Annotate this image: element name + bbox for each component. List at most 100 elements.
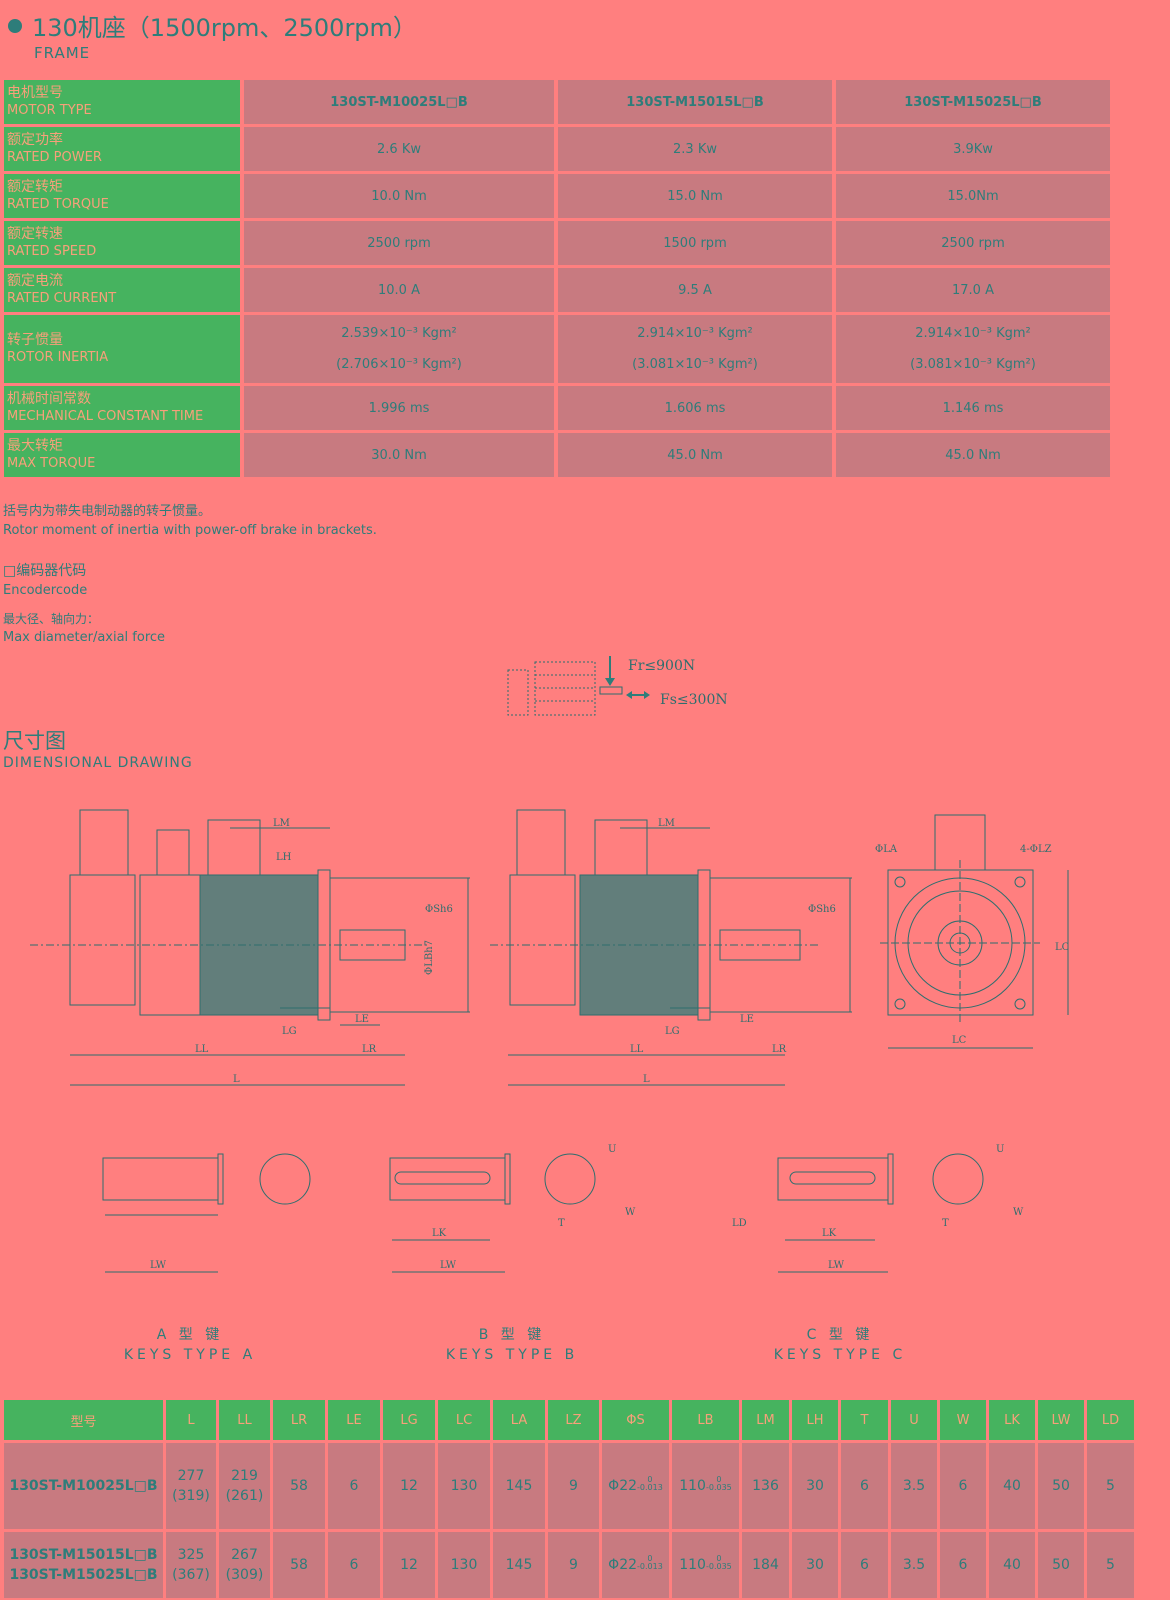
value: 58 <box>290 1478 308 1494</box>
value: 267 <box>231 1547 258 1563</box>
column-header: LG <box>383 1400 435 1440</box>
label-u-c: U <box>996 1144 1004 1155</box>
bracket-note-cn: 括号内为带失电制动器的转子惯量。 <box>3 504 212 519</box>
model-name: 130ST-M15015L□B <box>9 1547 158 1563</box>
label-sh6: ΦSh6 <box>425 904 453 915</box>
dim-cell: 50 <box>1038 1443 1084 1529</box>
label-ld-c: LD <box>732 1218 747 1229</box>
dim-cell: 58 <box>273 1443 325 1529</box>
dim-cell: 6 <box>940 1443 986 1529</box>
value: 9 <box>569 1557 578 1573</box>
label-en: RATED CURRENT <box>7 291 117 306</box>
encoder-note-cn: □编码器代码 <box>3 563 87 579</box>
spec-cell: 45.0 Nm <box>558 433 832 477</box>
label-cn: 额定电流 <box>7 273 63 289</box>
column-header: LK <box>989 1400 1035 1440</box>
label-la: ΦLA <box>875 844 898 855</box>
column-header: LD <box>1087 1400 1134 1440</box>
column-header: LH <box>792 1400 838 1440</box>
label-lg: LG <box>282 1026 297 1037</box>
cell-value: 130ST-M15025L□B <box>904 94 1042 110</box>
tolerance: 0-0.013 <box>637 1476 663 1492</box>
cell-value: 2.539×10⁻³ Kgm² <box>341 326 457 341</box>
cell-value: 30.0 Nm <box>371 447 427 463</box>
value: 6 <box>958 1478 968 1494</box>
nominal: Φ22 <box>608 1478 638 1494</box>
spec-cell: 30.0 Nm <box>244 433 554 477</box>
label-lm: LM <box>273 818 290 829</box>
spec-cell: 2.539×10⁻³ Kgm² (2.706×10⁻³ Kgm²) <box>244 315 554 383</box>
dim-cell: 12 <box>383 1532 435 1598</box>
cell-value-brake: (2.706×10⁻³ Kgm²) <box>336 357 462 372</box>
force-diagram: Fr≤900N Fs≤300N <box>507 656 728 716</box>
value-brake: (319) <box>172 1488 210 1504</box>
cell-value: 1.606 ms <box>664 400 726 416</box>
label-lk-c: LK <box>822 1228 837 1239</box>
value: 130 <box>450 1557 478 1573</box>
cell-value: 17.0 A <box>952 282 994 298</box>
nominal: 110 <box>679 1478 706 1494</box>
label-ll: LL <box>195 1044 209 1055</box>
spec-cell: 10.0 Nm <box>244 174 554 218</box>
column-header: LB <box>672 1400 739 1440</box>
value: 5 <box>1106 1557 1115 1573</box>
label-lw-c: LW <box>828 1260 845 1271</box>
cell-value: 2.914×10⁻³ Kgm² <box>637 326 753 341</box>
label-lg-2: LG <box>665 1026 680 1037</box>
dim-cell: 184 <box>742 1532 789 1598</box>
encoder-note-en: Encodercode <box>3 583 88 598</box>
bullet-icon <box>8 18 22 33</box>
column-header: LE <box>328 1400 380 1440</box>
dimensional-drawing: LM LH ΦSh6 ΦLBh7 LE LG LL LR L LM ΦSh6 L… <box>30 809 1070 1273</box>
dim-cell: 6 <box>841 1443 888 1529</box>
value: 5 <box>1106 1478 1115 1494</box>
cell-value: 45.0 Nm <box>667 447 723 463</box>
motor-side-view-brake <box>30 809 470 1086</box>
subtitle: FRAME <box>34 44 91 62</box>
value: 145 <box>505 1478 533 1494</box>
label-l: L <box>233 1074 240 1085</box>
spec-cell: 9.5 A <box>558 268 832 312</box>
label-cn: 机械时间常数 <box>7 391 91 407</box>
spec-cell: 2.6 Kw <box>244 127 554 171</box>
dim-cell: 40 <box>989 1443 1035 1529</box>
cell-value: 2.3 Kw <box>673 141 717 157</box>
fr-label: Fr≤900N <box>628 658 695 674</box>
column-header: U <box>891 1400 937 1440</box>
lower: -0.013 <box>637 1483 663 1492</box>
spec-cell: 2500 rpm <box>836 221 1110 265</box>
cell-value: 10.0 A <box>378 282 420 298</box>
force-note-en: Max diameter/axial force <box>3 630 166 645</box>
lower: -0.013 <box>637 1562 663 1571</box>
column-header: LW <box>1038 1400 1084 1440</box>
bracket-note-en: Rotor moment of inertia with power-off b… <box>3 523 377 538</box>
column-header: LL <box>219 1400 270 1440</box>
nominal: Φ22 <box>608 1557 638 1573</box>
spec-cell: 1500 rpm <box>558 221 832 265</box>
label-en: MAX TORQUE <box>7 456 96 471</box>
label-sh6-2: ΦSh6 <box>808 904 836 915</box>
column-header: LA <box>493 1400 545 1440</box>
label-cn: 电机型号 <box>7 85 63 101</box>
dim-cell: 267(309) <box>219 1532 270 1598</box>
spec-cell: 2.914×10⁻³ Kgm²(3.081×10⁻³ Kgm²) <box>558 315 832 383</box>
column-header: ΦS <box>602 1400 669 1440</box>
spec-cell: 45.0 Nm <box>836 433 1110 477</box>
dim-cell: 50 <box>1038 1532 1084 1598</box>
label-lw-b: LW <box>440 1260 457 1271</box>
spec-cell: 1.146 ms <box>836 386 1110 430</box>
cell-value: 15.0 Nm <box>667 188 723 204</box>
spec-cell: 2.914×10⁻³ Kgm²(3.081×10⁻³ Kgm²) <box>836 315 1110 383</box>
value: 58 <box>290 1557 308 1573</box>
cell-value: 1.996 ms <box>368 400 430 416</box>
tolerance: 0-0.035 <box>706 1555 732 1571</box>
value: 184 <box>752 1557 779 1573</box>
spec-cell: 2.3 Kw <box>558 127 832 171</box>
dim-cell: 6 <box>328 1443 380 1529</box>
